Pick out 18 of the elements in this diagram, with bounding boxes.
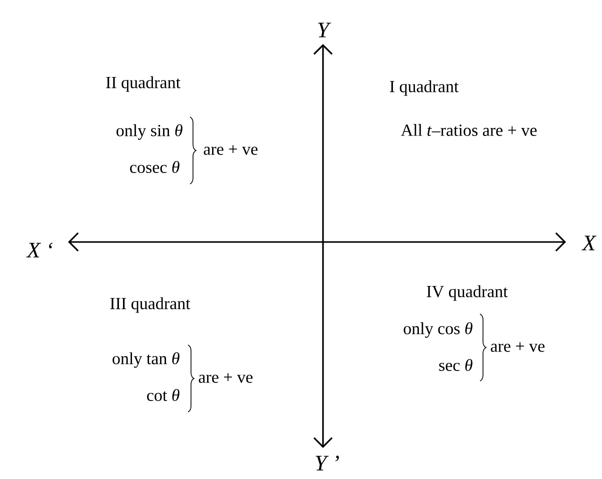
quadrant-text: II quadrant: [106, 76, 180, 92]
quadrant-text: are + ve: [198, 373, 252, 383]
quadrant-text: I quadrant: [390, 80, 459, 96]
quadrant-text: are + ve: [204, 145, 258, 155]
quadrant-text: only tan θ: [112, 352, 180, 368]
axis-label: Y ’: [316, 456, 339, 470]
quadrant-text: cosec θ: [130, 160, 180, 174]
axis-label: Y: [318, 22, 332, 38]
quadrant-text: cot θ: [147, 388, 180, 402]
quadrant-text: only cos θ: [404, 322, 472, 338]
quadrant-text: sec θ: [439, 358, 472, 372]
quadrant-text: are + ve: [490, 342, 545, 352]
quadrant-text: III quadrant: [110, 297, 190, 313]
quadrant-text: only sin θ: [116, 124, 182, 140]
axis-label: X: [582, 236, 596, 250]
axis-label: X ‘: [26, 242, 52, 258]
quadrant-text: IV quadrant: [426, 285, 508, 301]
quadrant-text: All t–ratios are + ve: [400, 124, 537, 136]
